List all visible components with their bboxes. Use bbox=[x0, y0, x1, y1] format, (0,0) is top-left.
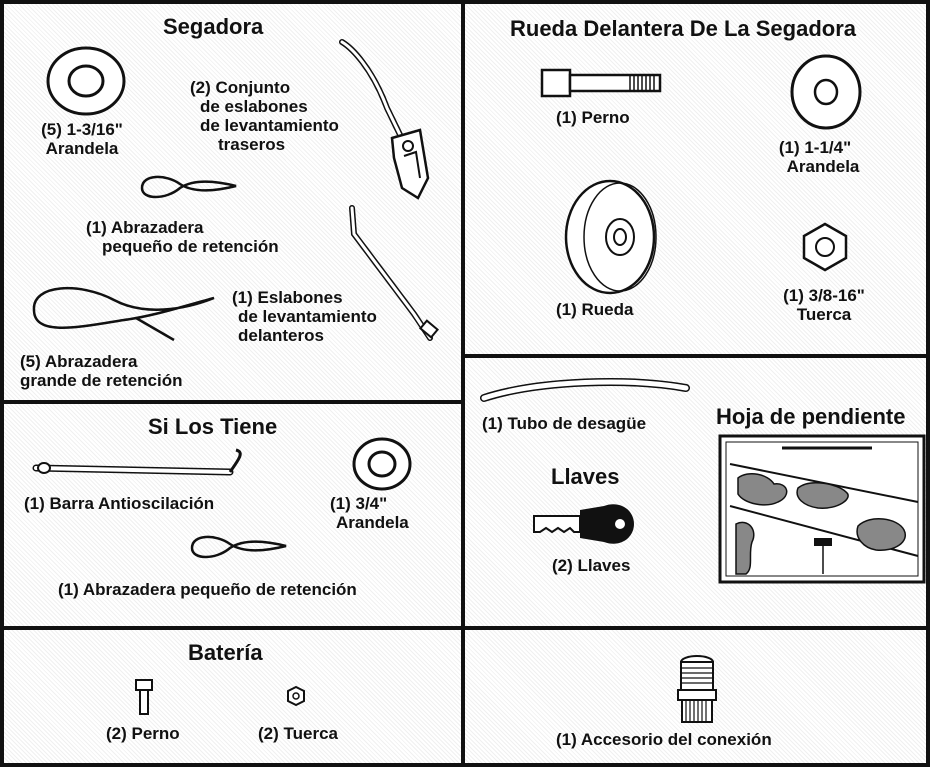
anti-sway-bar-icon bbox=[32, 448, 242, 476]
si-los-tiene-bar-label: (1) Barra Antioscilación bbox=[24, 494, 215, 513]
panel-accesorio bbox=[464, 628, 930, 767]
rueda-bolt-label: (1) Perno bbox=[556, 108, 630, 127]
divider bbox=[926, 0, 930, 767]
segadora-front-links-label: (1) Eslabones de levantamiento delantero… bbox=[232, 288, 377, 345]
segadora-washer-label: (5) 1-3/16" Arandela bbox=[41, 120, 123, 158]
slope-sheet-icon bbox=[718, 434, 926, 584]
divider bbox=[0, 400, 464, 404]
segadora-small-clip-label: (1) Abrazadera pequeño de retención bbox=[86, 218, 279, 256]
divider bbox=[0, 0, 930, 4]
divider bbox=[0, 626, 930, 630]
slope-sheet-title: Hoja de pendiente bbox=[716, 404, 906, 429]
segadora-title: Segadora bbox=[163, 14, 264, 39]
fitting-icon bbox=[677, 655, 717, 723]
si-los-tiene-washer-label: (1) 3/4" Arandela bbox=[330, 494, 409, 532]
rueda-nut-label: (1) 3/8-16" Tuerca bbox=[783, 286, 865, 324]
rueda-title: Rueda Delantera De La Segadora bbox=[510, 16, 857, 41]
washer-large-icon bbox=[46, 46, 126, 116]
key-icon bbox=[533, 504, 634, 544]
divider bbox=[464, 354, 930, 358]
rueda-wheel-label: (1) Rueda bbox=[556, 300, 634, 319]
divider bbox=[0, 0, 4, 767]
washer-small-icon bbox=[352, 437, 412, 491]
keys-title: Llaves bbox=[551, 464, 620, 489]
keys-label: (2) Llaves bbox=[552, 556, 631, 575]
rueda-washer-label: (1) 1-1/4" Arandela bbox=[778, 138, 860, 176]
drain-tube-icon bbox=[480, 378, 690, 402]
large-hairpin-clip-icon bbox=[32, 286, 215, 342]
bateria-title: Batería bbox=[188, 640, 263, 665]
battery-nut-icon bbox=[287, 685, 305, 707]
wheel-icon bbox=[564, 179, 657, 295]
panel-bateria bbox=[0, 628, 464, 767]
segadora-rear-links-label: (2) Conjunto de eslabones de levantamien… bbox=[190, 78, 339, 154]
bateria-bolt-label: (2) Perno bbox=[106, 724, 180, 743]
wheel-bolt-icon bbox=[540, 68, 662, 98]
divider bbox=[0, 763, 930, 767]
bateria-nut-label: (2) Tuerca bbox=[258, 724, 338, 743]
fitting-label: (1) Accesorio del conexión bbox=[556, 730, 772, 749]
si-los-tiene-title: Si Los Tiene bbox=[148, 414, 278, 439]
panel-si-los-tiene bbox=[0, 402, 464, 628]
segadora-large-clip-label: (5) Abrazadera grande de retención bbox=[20, 352, 183, 390]
rear-lift-link-icon bbox=[339, 39, 430, 200]
wheel-washer-icon bbox=[790, 54, 862, 130]
battery-bolt-icon bbox=[135, 679, 153, 715]
front-lift-link-icon bbox=[349, 205, 439, 341]
wheel-nut-icon bbox=[802, 222, 848, 272]
small-hairpin-clip-icon bbox=[190, 535, 287, 559]
small-hairpin-clip-icon bbox=[140, 175, 237, 199]
panel-rueda bbox=[464, 0, 930, 356]
si-los-tiene-clip-label: (1) Abrazadera pequeño de retención bbox=[58, 580, 357, 599]
drain-tube-label: (1) Tubo de desagüe bbox=[482, 414, 647, 433]
divider bbox=[461, 0, 465, 767]
